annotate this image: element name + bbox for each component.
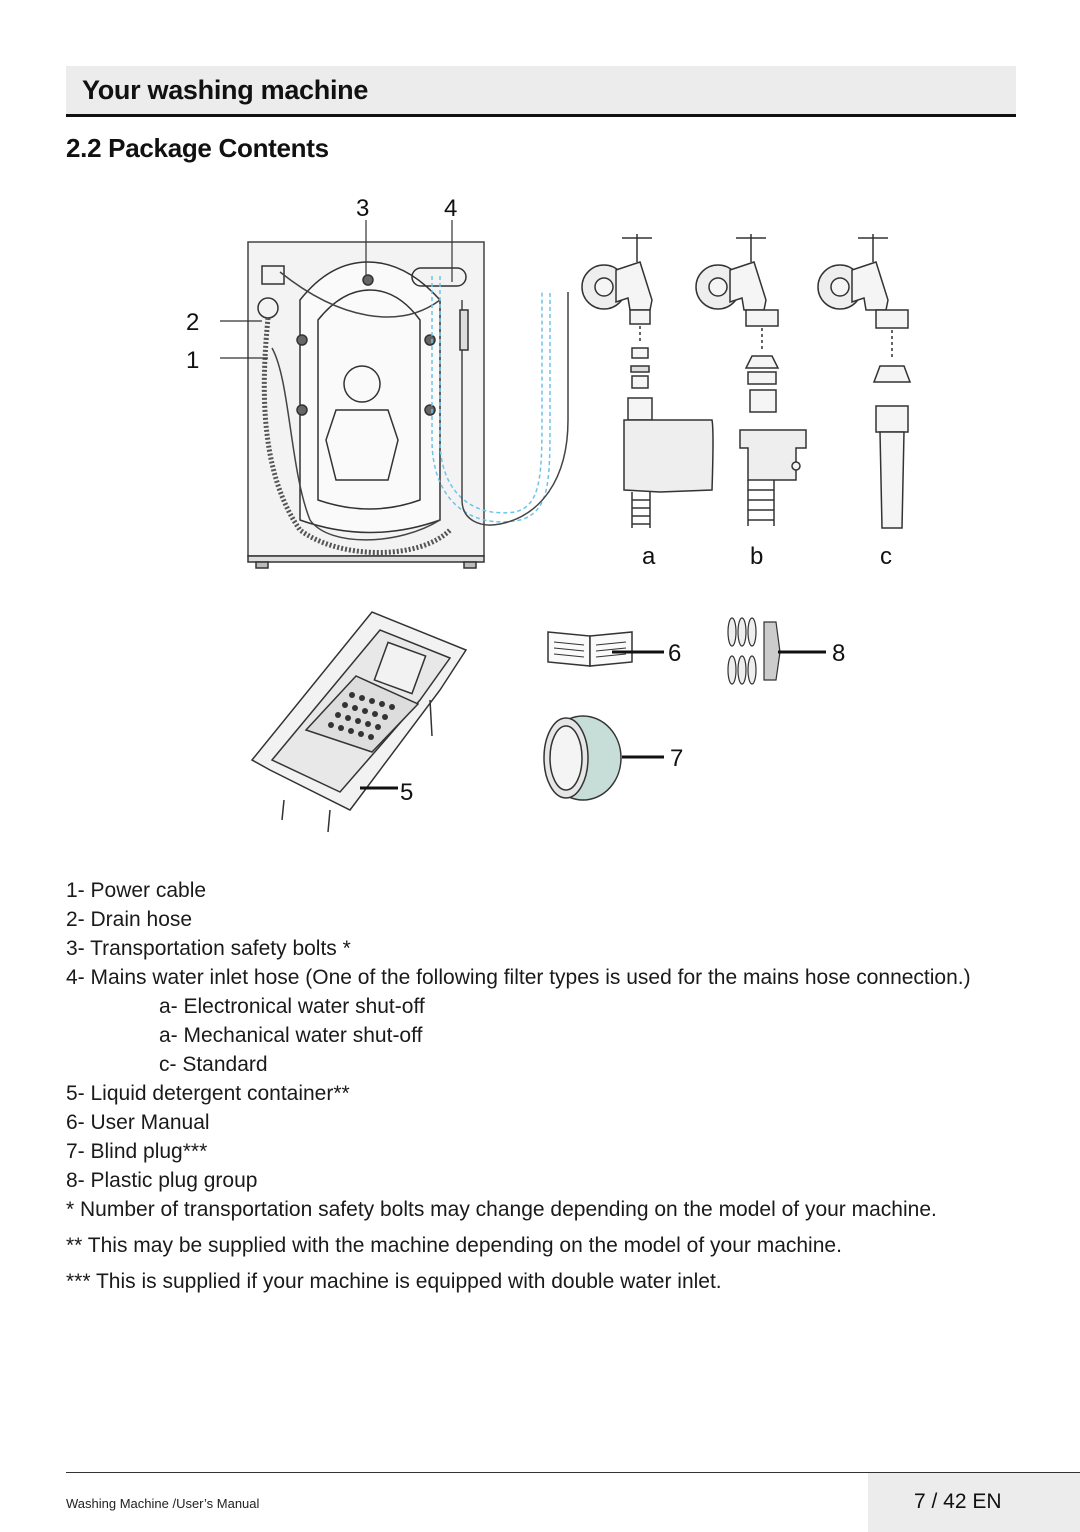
footnote: *** This is supplied if your machine is … [66,1270,722,1293]
plastic-plug-group-illustration [727,617,781,685]
callout-7: 7 [670,745,683,772]
callout-2: 2 [186,309,199,336]
tap-a-electronical-shutoff [581,234,714,528]
list-subitem: a- Electronical water shut-off [159,995,425,1018]
header-title: Your washing machine [82,75,369,105]
liquid-detergent-container-illustration [250,611,468,833]
callout-5: 5 [400,779,413,806]
list-item: 5- Liquid detergent container** [66,1082,350,1105]
contents-list: 1- Power cable 2- Drain hose 3- Transpor… [66,876,1026,1296]
list-item: 8- Plastic plug group [66,1169,258,1192]
list-item: 7- Blind plug*** [66,1140,208,1163]
filter-label-c: c [880,543,892,570]
tap-c-standard [817,234,912,529]
list-subitem: c- Standard [159,1053,268,1076]
user-manual-illustration [547,631,633,667]
washing-machine-rear-illustration [247,241,569,569]
filter-label-b: b [750,543,763,570]
callout-4: 4 [444,195,457,222]
section-title: 2.2 Package Contents [66,133,329,163]
blind-plug-illustration [543,715,622,801]
footer-page-number: 7 / 42 EN [914,1490,1002,1513]
callout-1: 1 [186,347,199,374]
list-item: 2- Drain hose [66,908,193,931]
footer-document-title: Washing Machine /User’s Manual [66,1496,260,1511]
list-item: 4- Mains water inlet hose (One of the fo… [66,966,971,989]
package-contents-figure: 2 1 3 4 [186,195,912,833]
callout-lines [220,220,453,359]
footer-divider [66,1472,1080,1473]
filter-label-a: a [642,543,656,570]
footnote: ** This may be supplied with the machine… [66,1234,842,1257]
footnote: * Number of transportation safety bolts … [66,1198,937,1221]
callout-6: 6 [668,640,681,667]
footer-page-box [868,1473,1080,1532]
callout-8: 8 [832,640,845,667]
list-item: 6- User Manual [66,1111,210,1134]
list-item: 3- Transportation safety bolts * [66,937,351,960]
callout-3: 3 [356,195,369,222]
list-item: 1- Power cable [66,879,207,902]
list-subitem: a- Mechanical water shut-off [159,1024,423,1047]
header-bar: Your washing machine [66,66,1016,117]
tap-b-mechanical-shutoff [695,234,807,526]
